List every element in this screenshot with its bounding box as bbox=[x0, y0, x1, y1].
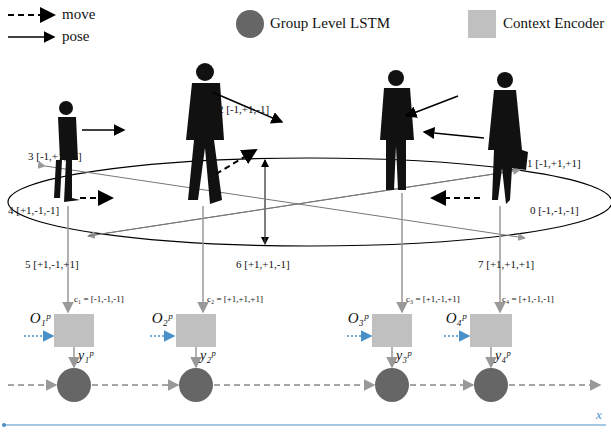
octant-line bbox=[265, 160, 266, 244]
context-vector: c₂ = [+1,+1,+1] bbox=[207, 295, 263, 305]
context-encoder-box: O₂ᵖ bbox=[176, 314, 216, 347]
person-silhouette bbox=[380, 70, 414, 190]
pose-arrow bbox=[82, 92, 484, 138]
octant-label: 2 [-1,+1,-1] bbox=[218, 103, 269, 115]
context-encoder-box: O₁ᵖ bbox=[54, 314, 94, 347]
legend-text: pose bbox=[62, 28, 90, 45]
context-vector: c₁ = [-1,-1,-1] bbox=[74, 295, 124, 305]
output-label: y₁ᵖ bbox=[78, 348, 93, 363]
axis-origin bbox=[2, 423, 6, 427]
octant-label: 0 [-1,-1,-1] bbox=[530, 204, 579, 216]
drop-line bbox=[68, 193, 500, 312]
octant-label: 1 [-1,+1,+1] bbox=[527, 157, 581, 169]
octant-label: 3 [-1,+1,+1] bbox=[28, 150, 82, 162]
octant-line bbox=[265, 160, 266, 244]
input-label: O₂ᵖ bbox=[152, 310, 172, 327]
octant-label: 4 [+1,-1,-1] bbox=[8, 204, 59, 216]
move-sample bbox=[8, 14, 54, 16]
person-silhouette bbox=[488, 72, 528, 204]
x-axis bbox=[4, 425, 606, 426]
output-label: y₃ᵖ bbox=[396, 348, 411, 363]
context-vector: c₄ = [+1,-1,-1] bbox=[502, 295, 554, 305]
orientation-ellipse bbox=[8, 158, 611, 246]
recurrent-line bbox=[8, 384, 600, 386]
lstm-circle bbox=[57, 368, 508, 402]
octant-label: 7 [+1,+1,+1] bbox=[478, 258, 534, 270]
pose-sample bbox=[8, 36, 54, 38]
move-arrow bbox=[80, 150, 480, 198]
input-label: O₃ᵖ bbox=[348, 310, 368, 327]
output-line bbox=[74, 347, 491, 367]
person-silhouette bbox=[186, 63, 224, 204]
context-encoder-box: O₄ᵖ bbox=[470, 314, 512, 347]
legend-swatch bbox=[468, 10, 496, 38]
legend-text: move bbox=[62, 6, 95, 23]
legend-text: Group Level LSTM bbox=[270, 15, 390, 32]
input-label: O₄ᵖ bbox=[446, 310, 466, 327]
octant-line bbox=[88, 170, 520, 236]
octant-label: 5 [+1,-1,+1] bbox=[25, 258, 79, 270]
octant-line bbox=[45, 166, 525, 238]
legend-swatch bbox=[236, 10, 264, 38]
octant-line bbox=[88, 170, 520, 236]
output-label: y₂ᵖ bbox=[200, 348, 215, 363]
context-encoder-box: O₃ᵖ bbox=[372, 314, 412, 347]
context-vector: c₃ = [+1,-1,+1] bbox=[406, 295, 460, 305]
octant-label: 6 [+1,+1,-1] bbox=[236, 258, 290, 270]
legend-text: Context Encoder bbox=[503, 15, 604, 32]
output-label: y₄ᵖ bbox=[495, 348, 510, 363]
input-label: O₁ᵖ bbox=[30, 310, 50, 327]
axis-label: x bbox=[596, 408, 602, 422]
